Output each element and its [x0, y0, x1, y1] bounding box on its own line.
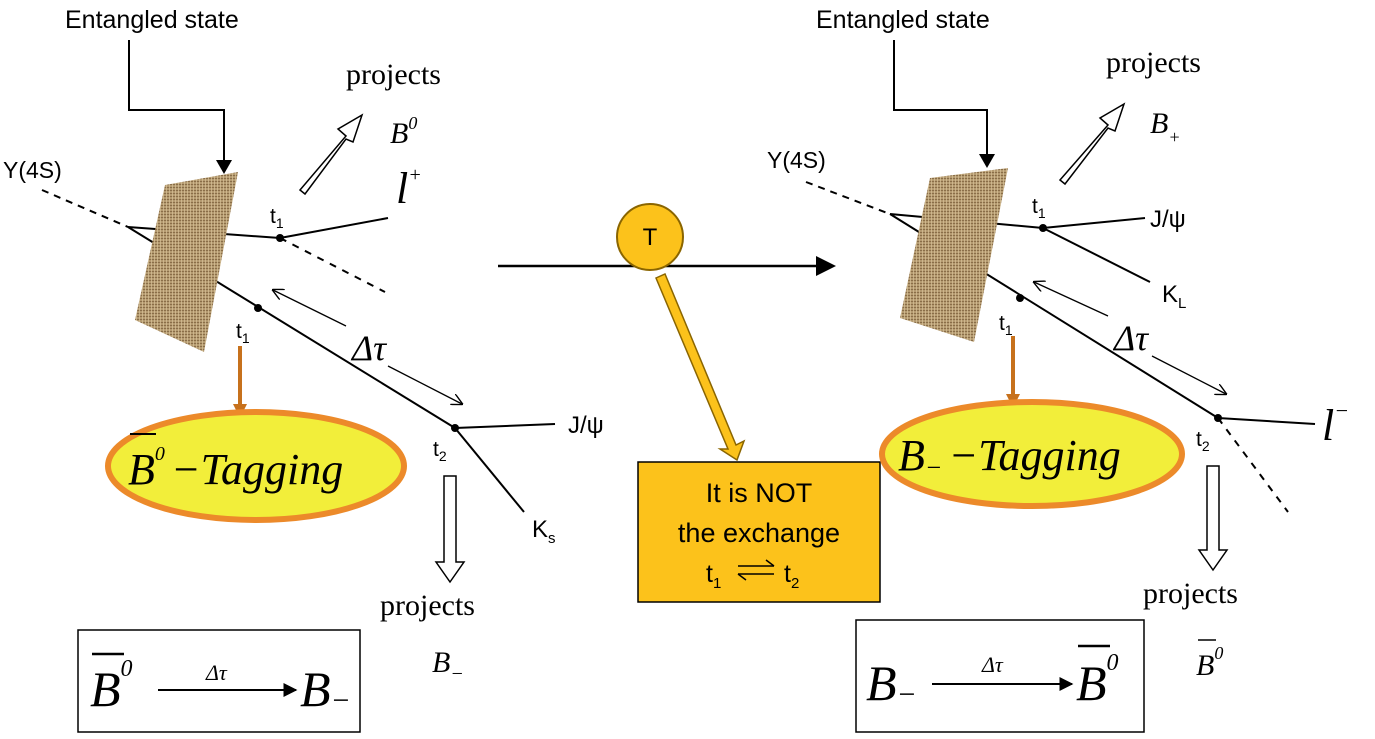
left-t2-label: t2	[433, 438, 447, 464]
left-projects-top-label: projects	[346, 58, 441, 91]
right-entangled-barrier	[900, 168, 1008, 342]
left-delta-tau-arrow-back	[273, 290, 347, 327]
left-tagging-label: B0−Tagging	[128, 443, 343, 494]
right-entangled-arrowhead	[979, 154, 995, 168]
left-summary-to: B−	[300, 661, 351, 717]
t-operator-label: T	[643, 224, 658, 251]
right-projects-bottom-target: B0	[1196, 643, 1223, 682]
left-panel: Entangled state Υ(4S) t1 l+ projects B0 …	[3, 6, 604, 733]
left-upsilon-label: Υ(4S)	[3, 157, 62, 183]
time-reversal-arrowhead	[816, 256, 836, 276]
left-t1-upper-vertex	[276, 234, 284, 242]
right-entangled-label: Entangled state	[816, 6, 990, 34]
right-jpsi-label: J/ψ	[1150, 206, 1186, 233]
left-summary-from: B0	[90, 656, 133, 717]
right-beam-dashed	[805, 181, 891, 215]
left-projects-bottom-target: B−	[432, 646, 464, 685]
note-t1: t1	[706, 560, 721, 592]
right-kl-label: KL	[1162, 281, 1186, 312]
right-t1-upper-vertex	[1039, 224, 1047, 232]
right-entangled-arrow	[893, 40, 988, 162]
left-t1-upper-label: t1	[270, 205, 284, 231]
left-projects-bottom-label: projects	[380, 589, 475, 622]
left-t1-lower-vertex	[254, 304, 262, 312]
left-delta-tau-arrow-forward	[387, 365, 462, 404]
right-summary-to: B0	[1076, 650, 1119, 711]
left-t1-lower-label: t1	[236, 320, 250, 346]
middle-panel: T It is NOT the exchange t1 t2	[498, 203, 881, 603]
left-entangled-arrow	[128, 40, 225, 168]
right-t1-upper-label: t1	[1032, 195, 1046, 221]
left-jpsi-track	[454, 423, 556, 429]
left-jpsi-label: J/ψ	[568, 412, 604, 439]
right-tagging-ellipse	[879, 399, 1185, 509]
left-beam-dashed	[41, 189, 129, 228]
right-delta-tau-arrow-back	[1034, 282, 1109, 317]
note-line2: the exchange	[678, 518, 840, 548]
right-projects-top-label: projects	[1106, 46, 1201, 79]
right-t1-lower-vertex	[1016, 294, 1024, 302]
right-t1-lower-label: t1	[999, 312, 1013, 338]
right-delta-tau-arrow-forward	[1151, 355, 1226, 394]
right-jpsi-track	[1042, 217, 1146, 229]
left-entangled-label: Entangled state	[65, 6, 239, 34]
right-projects-bottom-label: projects	[1143, 577, 1238, 610]
left-projects-top-target: B0	[390, 113, 417, 150]
right-projects-top-arrow	[1058, 102, 1126, 186]
left-summary-box	[77, 629, 361, 733]
right-kl-track	[1042, 227, 1151, 283]
note-t2: t2	[784, 560, 799, 592]
left-summary-arrow-label: Δτ	[205, 660, 228, 685]
right-summary-arrow-label: Δτ	[981, 652, 1004, 677]
left-projects-bottom-arrow	[434, 475, 466, 584]
right-summary-from: B−	[866, 655, 917, 711]
right-projects-top-target: B+	[1150, 107, 1180, 147]
right-panel: Entangled state Υ(4S) t1 J/ψ KL projects…	[767, 6, 1349, 733]
right-t2-vertex	[1214, 414, 1222, 422]
right-delta-tau-label: Δτ	[1112, 318, 1149, 358]
left-lepton-label: l+	[396, 164, 422, 213]
left-delta-tau-label: Δτ	[350, 328, 387, 368]
right-upsilon-label: Υ(4S)	[767, 147, 826, 173]
right-lepton-track	[1217, 417, 1316, 425]
note-exchange-top-head	[765, 559, 775, 567]
left-neutrino-dashed	[279, 237, 386, 293]
left-projects-top-arrow	[298, 113, 364, 196]
note-line1: It is NOT	[706, 478, 813, 508]
right-t2-label: t2	[1196, 428, 1210, 454]
left-entangled-arrowhead	[216, 160, 232, 174]
right-neutrino-dashed	[1217, 417, 1289, 513]
right-summary-box	[855, 619, 1145, 733]
left-ks-track	[454, 427, 525, 513]
t-operator-circle	[616, 203, 684, 271]
left-tagging-ellipse	[105, 409, 407, 523]
note-box	[637, 461, 881, 603]
right-lepton-label: l−	[1322, 398, 1349, 450]
left-t2-vertex	[451, 424, 459, 432]
right-tagging-label: B−−Tagging	[898, 431, 1121, 482]
note-exchange-bottom-head	[737, 573, 747, 581]
right-projects-bottom-arrow	[1197, 465, 1229, 572]
left-ks-label: Ks	[532, 516, 556, 547]
t-operator-pointer	[655, 273, 746, 462]
left-lepton-track	[279, 217, 389, 239]
left-entangled-barrier	[135, 172, 238, 352]
